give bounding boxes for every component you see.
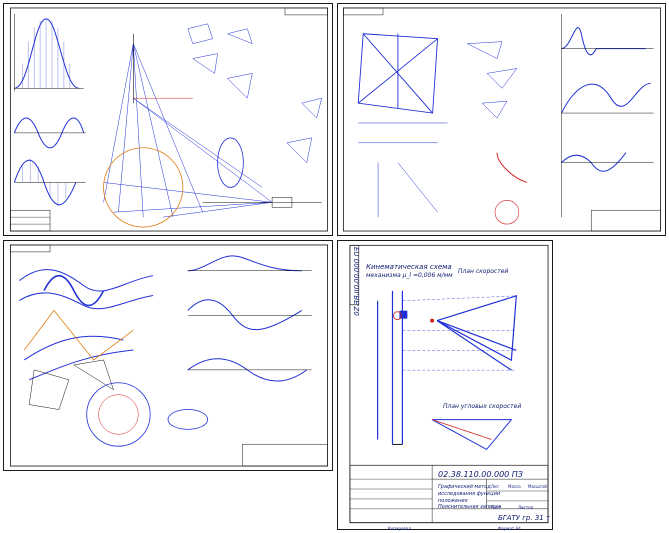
kinematic-scheme-scale: механизма μ_l =0,006 м/мм — [366, 272, 453, 279]
drawing-sheet-4: EU 000'00'0II'BE'Z0 Кинематическая схема… — [337, 240, 553, 531]
drawing-sheet-1 — [3, 3, 333, 236]
title-block-desc-4: Пояснительная записка — [438, 504, 502, 510]
footer-format: Формат A4 — [498, 526, 521, 531]
angular-velocity-plan-label: План угловых скоростей — [443, 403, 522, 410]
drawing-sheet-3 — [3, 240, 333, 471]
title-block-litera: Лит. — [491, 484, 501, 489]
title-block-sheets: Листов — [518, 505, 533, 510]
title-block-scale: Масштаб — [528, 484, 548, 489]
footer-copied: Копировал — [388, 526, 411, 531]
title-block-group: БГАТУ гр. 31 т — [498, 514, 551, 522]
drawing-sheet-2 — [337, 3, 666, 236]
title-block-mass: Масса — [508, 484, 521, 489]
sheet-1-drawing — [9, 7, 329, 232]
sheet-2-drawing — [342, 7, 662, 232]
title-block-desc-2: исследования функции — [438, 491, 501, 497]
title-block-code: 02.38.110.00.000 ПЗ — [438, 470, 523, 479]
sheet-3-drawing — [9, 244, 329, 467]
title-block-desc-1: Графический метод — [438, 484, 491, 490]
title-block-sheet: Лист — [491, 505, 502, 510]
title-block-desc-3: положения — [438, 498, 468, 504]
kinematic-scheme-title: Кинематическая схема — [366, 263, 452, 271]
doc-code-vertical: EU 000'00'0II'BE'Z0 — [352, 247, 360, 316]
sheet-4-drawing — [349, 244, 549, 524]
velocity-plan-label: План скоростей — [458, 268, 509, 275]
